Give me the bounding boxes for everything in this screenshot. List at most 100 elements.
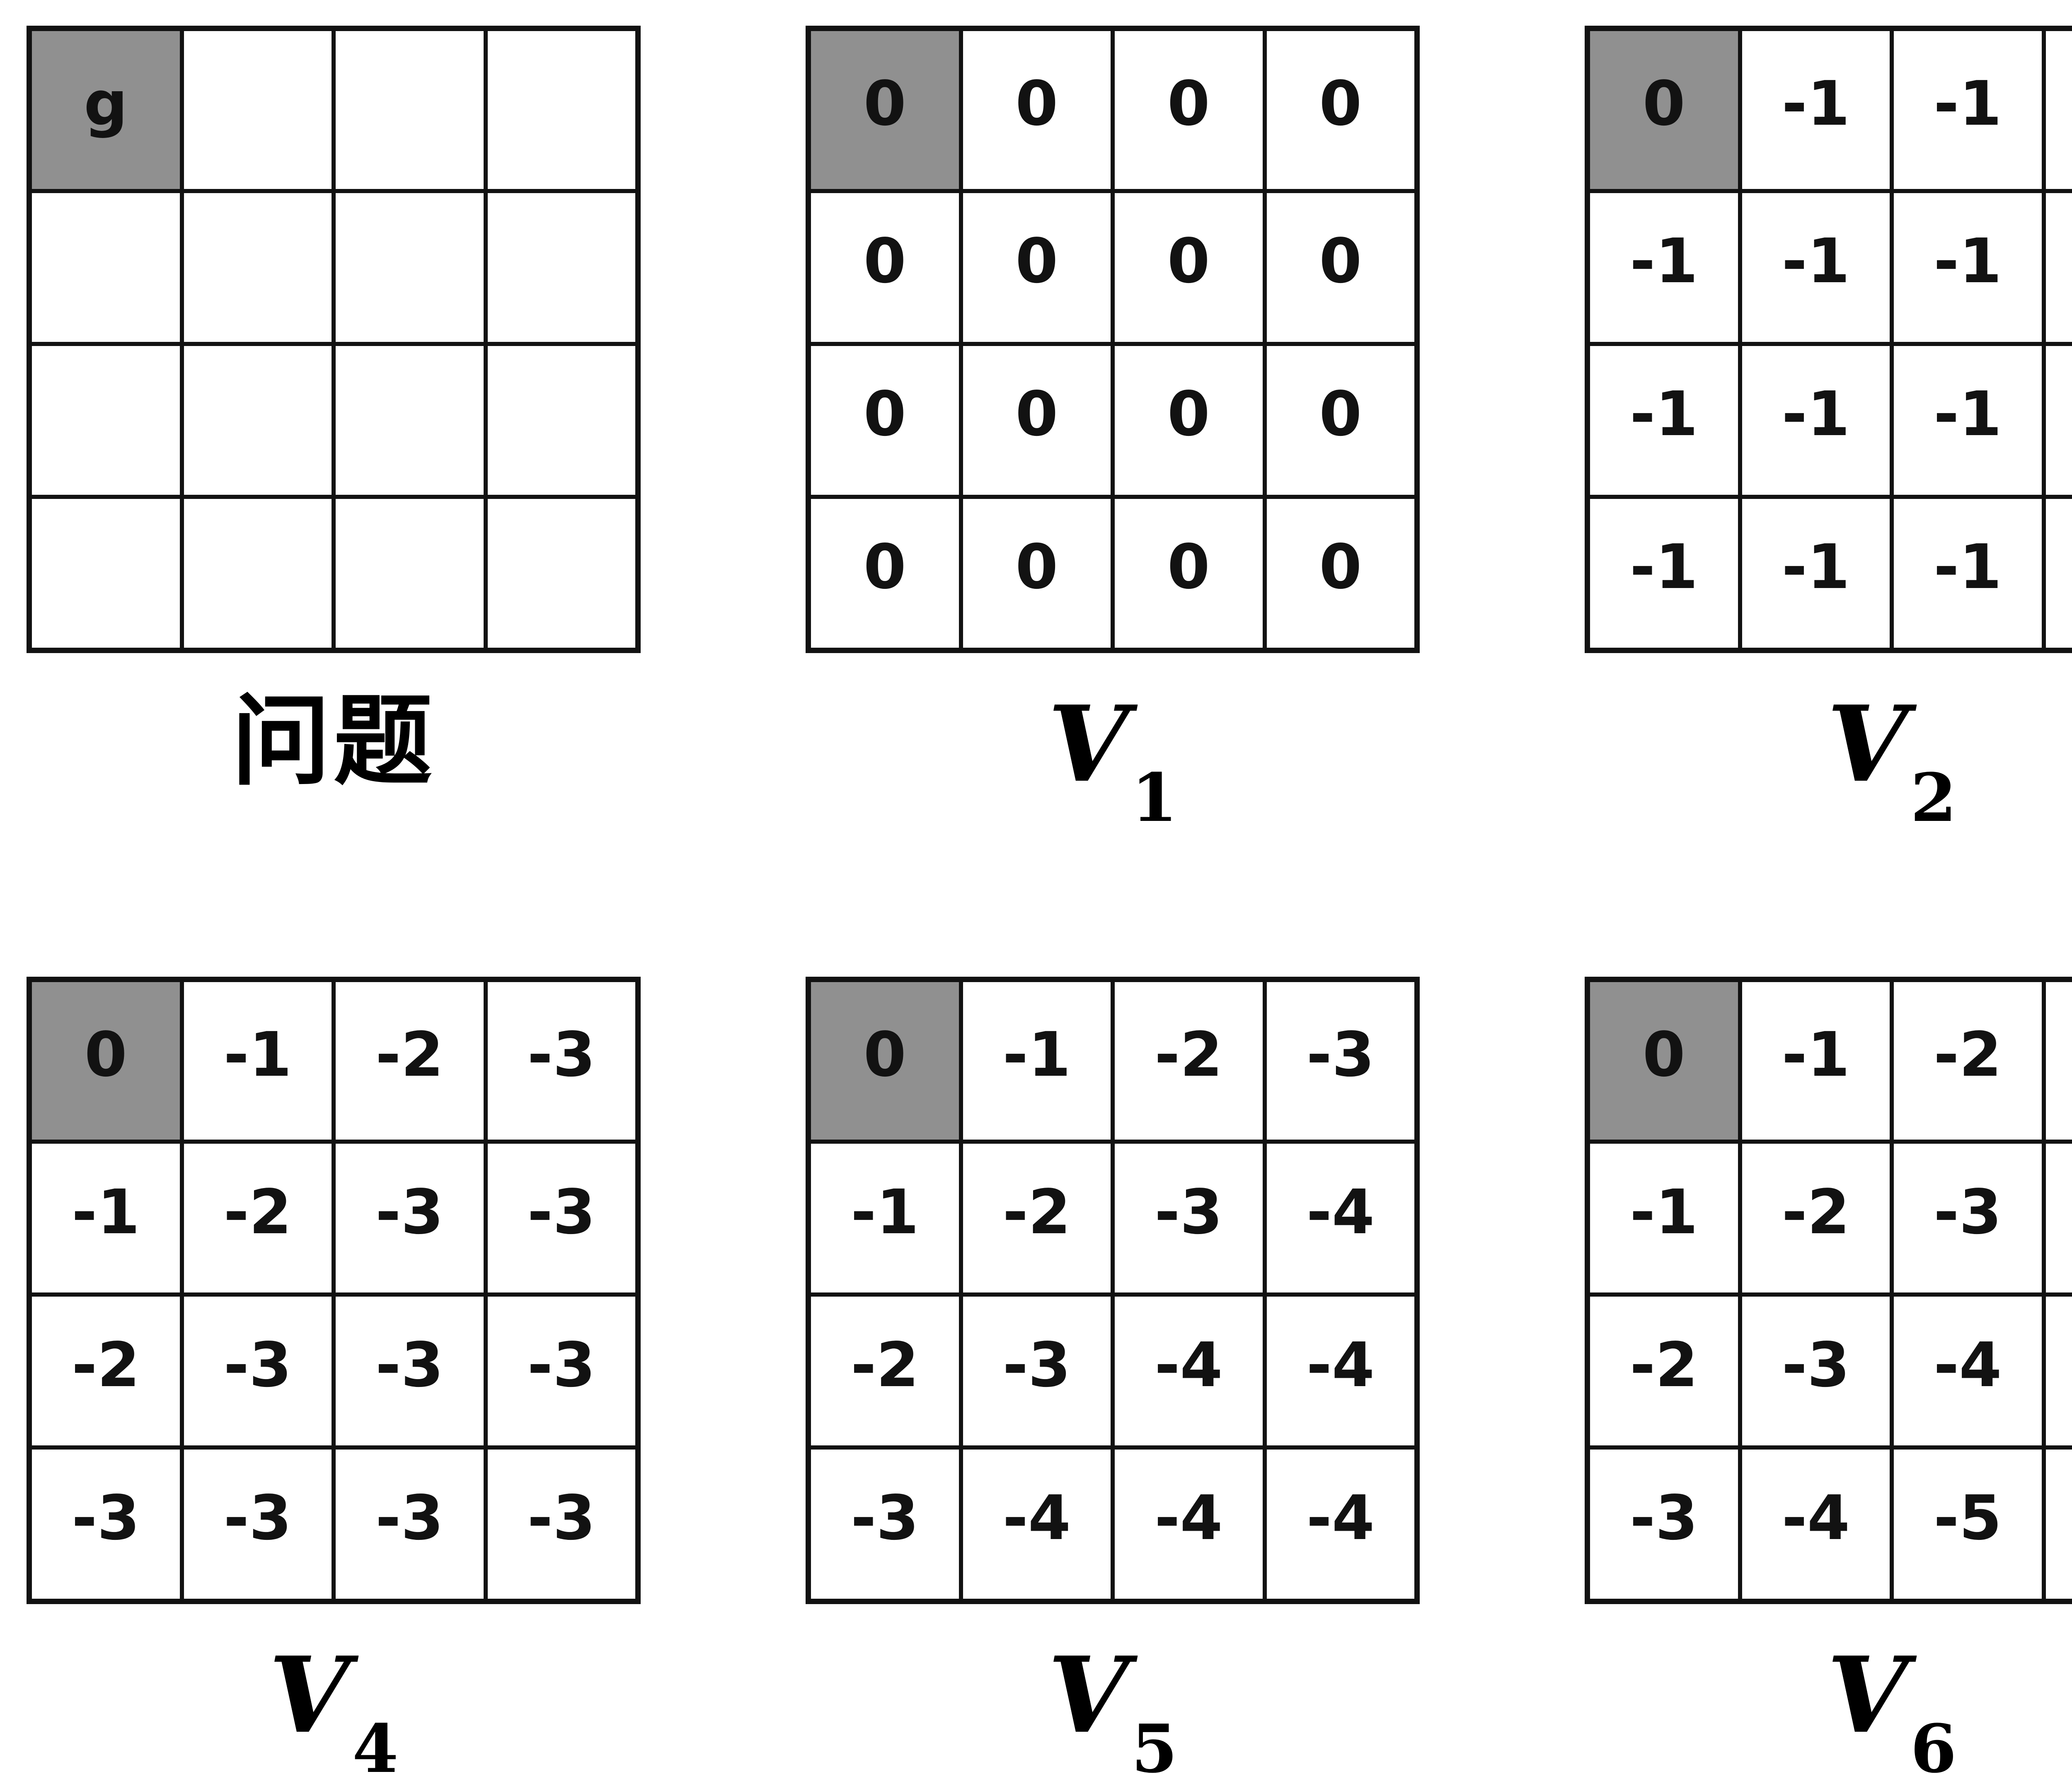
- cell-v2-r0c1: -1: [1742, 31, 1890, 189]
- cell-v4-r0c1: -1: [184, 982, 332, 1140]
- cell-v6-r3c2: -5: [1894, 1450, 2042, 1599]
- cell-v1-r1c1: 0: [963, 193, 1111, 342]
- grid-label-v5: V5: [1048, 1640, 1178, 1774]
- cell-v1-r1c0: 0: [811, 193, 959, 342]
- cell-v5-r2c3: -4: [1266, 1297, 1414, 1446]
- cell-v4-r1c2: -3: [336, 1144, 484, 1293]
- grid-label-v6: V6: [1827, 1640, 1957, 1774]
- cell-v6-r2c1: -3: [1742, 1297, 1890, 1446]
- cell-v1-r2c0: 0: [811, 346, 959, 495]
- cell-v4-r3c2: -3: [336, 1450, 484, 1599]
- cell-v6-r1c0: -1: [1590, 1144, 1738, 1293]
- cell-v2-r2c3: -1: [2045, 346, 2072, 495]
- cell-v5-r3c1: -4: [963, 1450, 1111, 1599]
- cell-v6-r1c3: -4: [2045, 1144, 2072, 1293]
- grid-label-base-problem: 问题: [232, 683, 436, 799]
- cell-v1-r0c3: 0: [1266, 31, 1414, 189]
- grid-label-problem: 问题: [232, 690, 436, 793]
- grid-label-base-v4: V: [269, 1634, 350, 1757]
- grid-label-v1: V1: [1048, 690, 1178, 831]
- cell-problem-r2c0: [32, 346, 180, 495]
- cell-v4-r2c3: -3: [487, 1297, 635, 1446]
- cell-problem-r1c0: [32, 193, 180, 342]
- cell-v1-r3c2: 0: [1115, 499, 1263, 648]
- cell-v4-r2c2: -3: [336, 1297, 484, 1446]
- cell-v1-r3c3: 0: [1266, 499, 1414, 648]
- cell-problem-r3c2: [336, 499, 484, 648]
- cell-v4-r1c0: -1: [32, 1144, 180, 1293]
- cell-v1-r1c3: 0: [1266, 193, 1414, 342]
- cell-v5-r1c3: -4: [1266, 1144, 1414, 1293]
- cell-v1-r2c1: 0: [963, 346, 1111, 495]
- cell-v5-r1c1: -2: [963, 1144, 1111, 1293]
- cell-v2-r3c1: -1: [1742, 499, 1890, 648]
- cell-v1-r3c0: 0: [811, 499, 959, 648]
- cell-v6-r2c0: -2: [1590, 1297, 1738, 1446]
- cell-problem-r1c1: [184, 193, 332, 342]
- grid-block-v6: 0-1-2-3-1-2-3-4-2-3-4-5-3-4-5-5V6: [1585, 976, 2072, 1774]
- grid-label-base-v1: V: [1048, 683, 1129, 806]
- grid-label-subscript-v1: 1: [1131, 759, 1178, 837]
- grid-block-problem: g 问题: [27, 26, 641, 799]
- grid-label-v2: V2: [1827, 690, 1957, 831]
- grid-label-subscript-v2: 2: [1910, 759, 1957, 837]
- cell-problem-r0c2: [336, 31, 484, 189]
- cell-problem-r2c3: [487, 346, 635, 495]
- cell-problem-r0c0: g: [32, 31, 180, 189]
- cell-v6-r1c1: -2: [1742, 1144, 1890, 1293]
- cell-v2-r0c3: -1: [2045, 31, 2072, 189]
- cell-v1-r2c2: 0: [1115, 346, 1263, 495]
- cell-v1-r0c1: 0: [963, 31, 1111, 189]
- cell-v6-r2c2: -4: [1894, 1297, 2042, 1446]
- cell-v5-r0c2: -2: [1115, 982, 1263, 1140]
- cell-v4-r0c2: -2: [336, 982, 484, 1140]
- cell-v6-r0c1: -1: [1742, 982, 1890, 1140]
- cell-v5-r1c2: -3: [1115, 1144, 1263, 1293]
- cell-v4-r1c3: -3: [487, 1144, 635, 1293]
- cell-v4-r2c0: -2: [32, 1297, 180, 1446]
- cell-v2-r0c0: 0: [1590, 31, 1738, 189]
- cell-problem-r3c1: [184, 499, 332, 648]
- cell-v5-r2c2: -4: [1115, 1297, 1263, 1446]
- grid-label-base-v5: V: [1048, 1634, 1129, 1757]
- cell-v5-r0c3: -3: [1266, 982, 1414, 1140]
- cell-v4-r0c0: 0: [32, 982, 180, 1140]
- cell-v6-r3c0: -3: [1590, 1450, 1738, 1599]
- cell-v5-r3c3: -4: [1266, 1450, 1414, 1599]
- cell-v5-r0c0: 0: [811, 982, 959, 1140]
- cell-v2-r3c0: -1: [1590, 499, 1738, 648]
- cell-v6-r3c3: -5: [2045, 1450, 2072, 1599]
- cell-v2-r1c0: -1: [1590, 193, 1738, 342]
- grid-label-subscript-v4: 4: [352, 1709, 399, 1774]
- cell-problem-r2c1: [184, 346, 332, 495]
- cell-v6-r3c1: -4: [1742, 1450, 1890, 1599]
- grid-label-base-v6: V: [1827, 1634, 1908, 1757]
- cell-v1-r0c2: 0: [1115, 31, 1263, 189]
- cell-v6-r1c2: -3: [1894, 1144, 2042, 1293]
- cell-v6-r0c2: -2: [1894, 982, 2042, 1140]
- cell-v2-r1c1: -1: [1742, 193, 1890, 342]
- cell-v4-r3c3: -3: [487, 1450, 635, 1599]
- cell-problem-r3c0: [32, 499, 180, 648]
- cell-v1-r2c3: 0: [1266, 346, 1414, 495]
- cell-v1-r0c0: 0: [811, 31, 959, 189]
- cell-v4-r0c3: -3: [487, 982, 635, 1140]
- cell-v4-r1c1: -2: [184, 1144, 332, 1293]
- cell-v2-r3c2: -1: [1894, 499, 2042, 648]
- grid-label-v4: V4: [269, 1640, 399, 1774]
- cell-v6-r0c3: -3: [2045, 982, 2072, 1140]
- cell-problem-r1c3: [487, 193, 635, 342]
- cell-v2-r2c2: -1: [1894, 346, 2042, 495]
- cell-v5-r2c0: -2: [811, 1297, 959, 1446]
- grid-block-v2: 0-1-1-1-1-1-1-1-1-1-1-1-1-1-1-1V2: [1585, 26, 2072, 831]
- cell-v1-r1c2: 0: [1115, 193, 1263, 342]
- grid-v4: 0-1-2-3-1-2-3-3-2-3-3-3-3-3-3-3: [27, 976, 641, 1604]
- grid-label-subscript-v5: 5: [1131, 1709, 1178, 1774]
- cell-v4-r3c0: -3: [32, 1450, 180, 1599]
- cell-v5-r0c1: -1: [963, 982, 1111, 1140]
